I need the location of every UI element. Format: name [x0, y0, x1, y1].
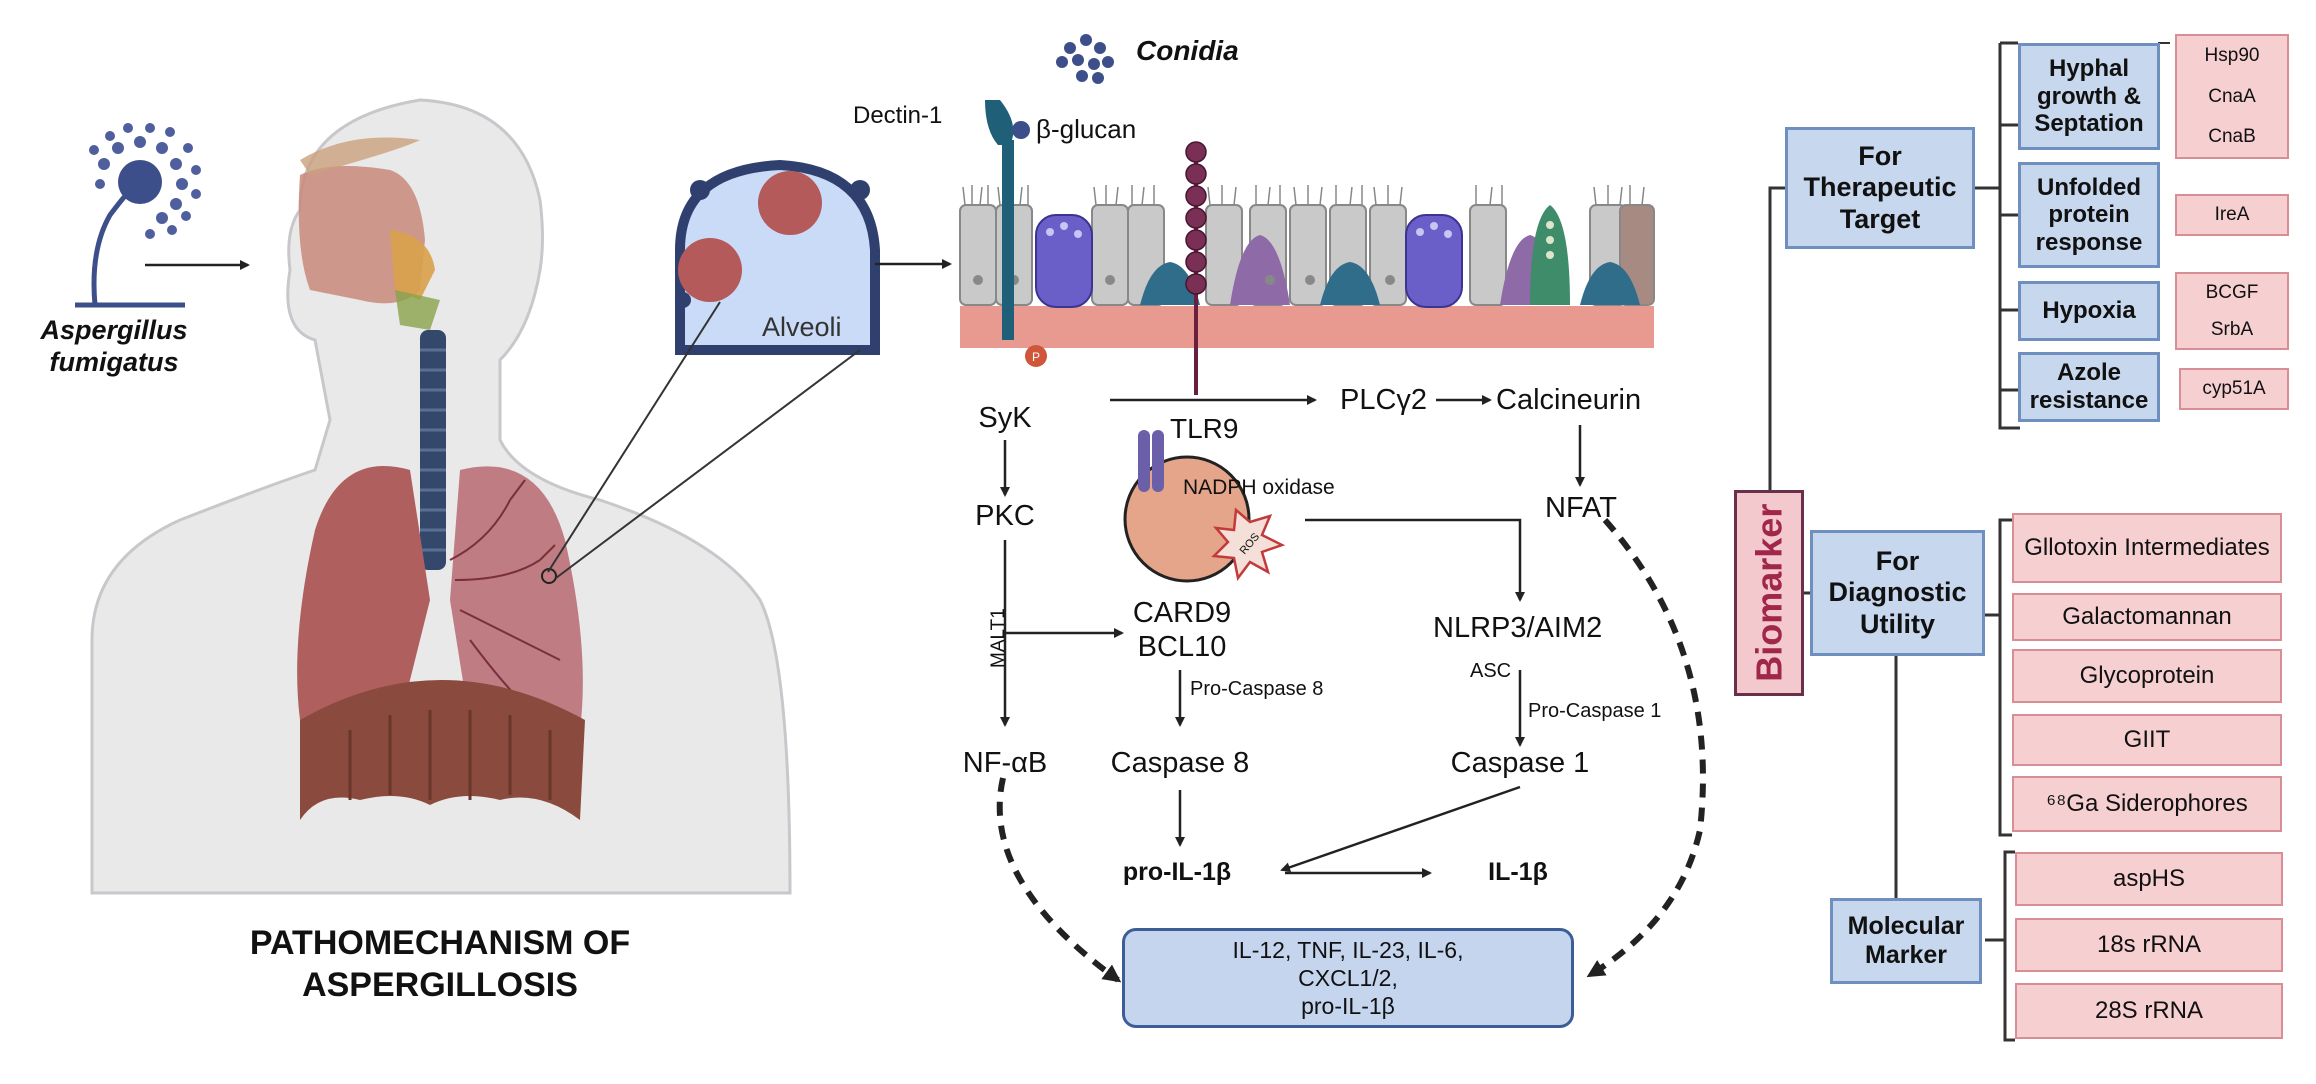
- card9-label: CARD9: [1132, 597, 1232, 629]
- human-body-illustration: [90, 98, 792, 895]
- hypoxia-targets-box: BCGF SrbA: [2175, 272, 2289, 350]
- hyphal-targets-box: Hsp90 CnaA CnaB: [2175, 34, 2289, 159]
- cyp51a-box: cyp51A: [2179, 368, 2289, 410]
- pro-il1b-node: pro-IL-1β: [1122, 858, 1232, 886]
- cytokines-line3: pro-IL-1β: [1301, 993, 1395, 1019]
- il1b-node: IL-1β: [1488, 858, 1548, 886]
- alveoli-label: Alveoli: [762, 312, 842, 342]
- giit-box: GIIT: [2012, 714, 2282, 766]
- glucan-label: β-glucan: [1036, 114, 1137, 144]
- nadph-oxidase-icon: [1123, 430, 1286, 583]
- dectin-receptor-icon: [985, 100, 1030, 340]
- tlr9-node: TLR9: [1170, 413, 1239, 444]
- diagnostic-utility-box: For Diagnostic Utility: [1810, 530, 1985, 656]
- tlr9-chain-icon: [1185, 141, 1207, 395]
- epithelium-illustration: [959, 185, 1655, 348]
- calcineurin-node: Calcineurin: [1496, 384, 1642, 416]
- gliotoxin-box: Gllotoxin Intermediates: [2012, 513, 2282, 583]
- syk-node: SyK: [978, 402, 1032, 434]
- cnab-label: CnaB: [2208, 125, 2256, 147]
- nfkb-node: NF-αB: [962, 747, 1048, 779]
- molecular-marker-box: Molecular Marker: [1830, 898, 1982, 984]
- aspergillus-icon: [75, 123, 201, 308]
- phosphate-icon: [1025, 345, 1047, 367]
- malt1-label: MALT1: [988, 608, 1009, 668]
- phosphate-label: P: [1032, 350, 1040, 364]
- caspase1-node: Caspase 1: [1450, 747, 1590, 779]
- procasp8-label: Pro-Caspase 8: [1190, 678, 1324, 700]
- 18s-rrna-box: 18s rRNA: [2015, 918, 2283, 972]
- galactomannan-box: Galactomannan: [2012, 593, 2282, 641]
- 28s-rrna-box: 28S rRNA: [2015, 983, 2283, 1039]
- organism-line1: Aspergillus: [40, 315, 188, 345]
- srba-label: SrbA: [2210, 318, 2254, 340]
- bcl10-label: BCL10: [1137, 631, 1227, 663]
- page-title-line1: PATHOMECHANISM OF: [249, 924, 631, 962]
- zoom-line: [547, 301, 721, 573]
- cytokines-line1: IL-12, TNF, IL-23, IL-6,: [1232, 937, 1464, 963]
- biomarker-box: Biomarker: [1734, 490, 1804, 696]
- dectin-label: Dectin-1: [853, 102, 943, 129]
- conidia-icon: [1056, 34, 1114, 84]
- biomarker-label: Biomarker: [1748, 503, 1790, 683]
- asphs-box: aspHS: [2015, 852, 2283, 906]
- azole-resistance-box: Azole resistance: [2018, 352, 2160, 422]
- plcg2-node: PLCγ2: [1340, 384, 1428, 416]
- caspase8-node: Caspase 8: [1110, 747, 1250, 779]
- cytokines-line2: CXCL1/2,: [1298, 965, 1398, 991]
- conidia-label: Conidia: [1136, 35, 1239, 66]
- siderophores-box: ⁶⁸Ga Siderophores: [2012, 776, 2282, 832]
- irea-box: IreA: [2175, 194, 2289, 236]
- nadph-label: NADPH oxidase: [1183, 476, 1335, 499]
- card9-bcl10-node: CARD9 BCL10: [1133, 596, 1231, 664]
- organism-label: Aspergillus fumigatus: [40, 314, 187, 378]
- zoom-line: [555, 349, 861, 579]
- pkc-node: PKC: [975, 500, 1035, 532]
- nlrp3-node: NLRP3/AIM2: [1433, 612, 1603, 644]
- bcgf-label: BCGF: [2205, 281, 2259, 303]
- glycoprotein-box: Glycoprotein: [2012, 649, 2282, 703]
- alveoli-illustration: [675, 159, 880, 355]
- asc-label: ASC: [1470, 660, 1512, 682]
- page-title: PATHOMECHANISM OF ASPERGILLOSIS: [250, 922, 630, 1006]
- procasp1-label: Pro-Caspase 1: [1528, 700, 1662, 722]
- therapeutic-target-box: For Therapeutic Target: [1785, 127, 1975, 249]
- cnaa-label: CnaA: [2208, 85, 2256, 107]
- organism-line2: fumigatus: [49, 347, 179, 377]
- hyphal-growth-box: Hyphal growth & Septation: [2018, 43, 2160, 150]
- nfat-node: NFAT: [1545, 492, 1617, 524]
- unfolded-protein-box: Unfolded protein response: [2018, 162, 2160, 268]
- page-title-line2: ASPERGILLOSIS: [302, 966, 578, 1004]
- hsp90-label: Hsp90: [2204, 45, 2260, 67]
- cytokines-box: IL-12, TNF, IL-23, IL-6, CXCL1/2, pro-IL…: [1122, 928, 1574, 1028]
- hypoxia-box: Hypoxia: [2018, 281, 2160, 341]
